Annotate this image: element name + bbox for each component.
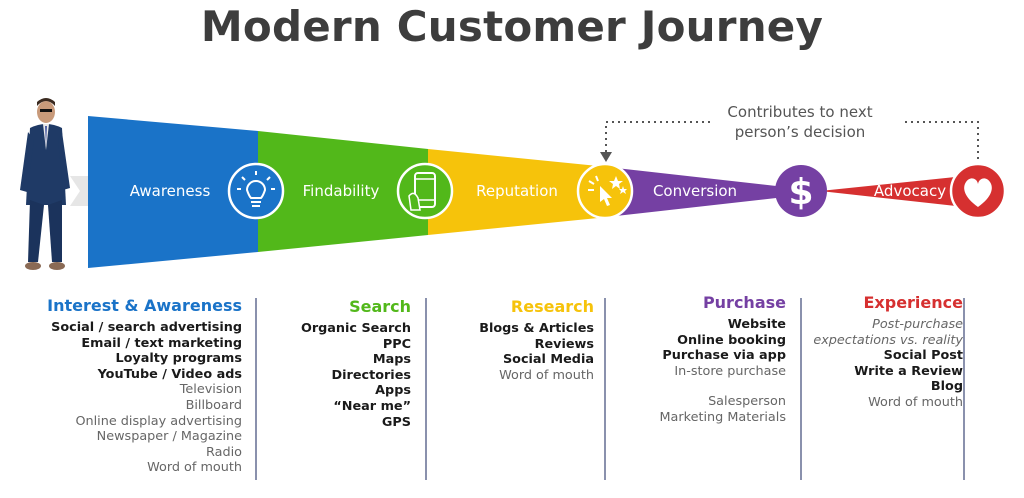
list-item: Organic Search — [300, 321, 411, 336]
list-item: Blogs & Articles — [479, 321, 594, 336]
column-divider — [425, 298, 427, 480]
column-heading: Purchase — [702, 293, 786, 312]
lightbulb-icon — [227, 162, 285, 220]
column-divider — [604, 298, 606, 480]
list-item: Loyalty programs — [115, 351, 242, 367]
feedback-note: Contributes to next person’s decision — [700, 102, 900, 142]
stage-label-conversion: Conversion — [652, 182, 738, 200]
list-spacer — [659, 379, 786, 394]
list-item: In-store purchase — [674, 363, 786, 379]
list-item: Online booking — [677, 332, 786, 348]
svg-text:$: $ — [788, 172, 813, 213]
feedback-arrowhead — [600, 152, 612, 162]
findability-segment — [258, 131, 428, 252]
click-star-icon — [576, 162, 634, 220]
list-item: Blog — [930, 379, 963, 395]
list-item: GPS — [381, 414, 411, 430]
advocacy-segment — [820, 176, 965, 207]
list-item: Word of mouth — [868, 394, 963, 410]
list-item: Radio — [206, 444, 242, 460]
column-divider — [255, 298, 257, 480]
list-item: Email / text marketing — [81, 335, 242, 351]
list-item: PPC — [382, 336, 411, 352]
list-item: “Near me” — [333, 398, 411, 414]
list-item: Apps — [375, 383, 411, 399]
stage-label-awareness: Awareness — [129, 182, 211, 200]
list-item: Television — [179, 382, 242, 398]
column-divider — [800, 298, 802, 480]
column-divider — [963, 298, 965, 480]
column-heading: Search — [349, 297, 411, 316]
heart-icon — [949, 162, 1007, 220]
list-item: Billboard — [185, 397, 242, 413]
list-item: Write a Review — [854, 363, 963, 379]
list-item: Online display advertising — [75, 413, 242, 429]
smartphone-icon — [396, 162, 454, 220]
page-title: Modern Customer Journey — [200, 2, 824, 51]
note-line: person’s decision — [734, 123, 866, 141]
list-item: Word of mouth — [499, 367, 594, 383]
feedback-line-right — [905, 121, 979, 164]
list-item: Purchase via app — [662, 348, 786, 364]
list-item: Marketing Materials — [659, 409, 786, 425]
stage-label-reputation: Reputation — [476, 182, 558, 200]
list-item: Salesperson — [708, 394, 786, 410]
column-heading: Research — [510, 297, 594, 316]
stage-label-advocacy: Advocacy — [873, 182, 947, 200]
stage-label-findability: Findability — [302, 182, 380, 200]
list-item: Newspaper / Magazine — [96, 429, 242, 445]
list-item: Directories — [331, 367, 412, 383]
column-heading: Experience — [863, 293, 963, 312]
awareness-segment — [88, 116, 258, 268]
list-item: Word of mouth — [147, 460, 242, 476]
note-line: Contributes to next — [727, 103, 873, 121]
list-item: Post-purchase — [872, 317, 963, 332]
reputation-segment — [428, 149, 598, 235]
list-item: Maps — [372, 352, 411, 368]
conversion-segment — [598, 166, 785, 218]
person-icon — [20, 98, 70, 270]
list-item: Reviews — [534, 336, 594, 352]
column-heading: Interest & Awareness — [47, 296, 242, 315]
list-item: Social Post — [883, 348, 963, 364]
list-item: Website — [727, 317, 786, 332]
list-item: expectations vs. reality — [813, 332, 963, 348]
list-item: YouTube / Video ads — [97, 366, 242, 382]
feedback-line-left — [605, 121, 712, 158]
list-item: Social Media — [502, 352, 594, 368]
list-item: Social / search advertising — [51, 320, 242, 335]
dollar-icon: $ — [775, 165, 827, 217]
